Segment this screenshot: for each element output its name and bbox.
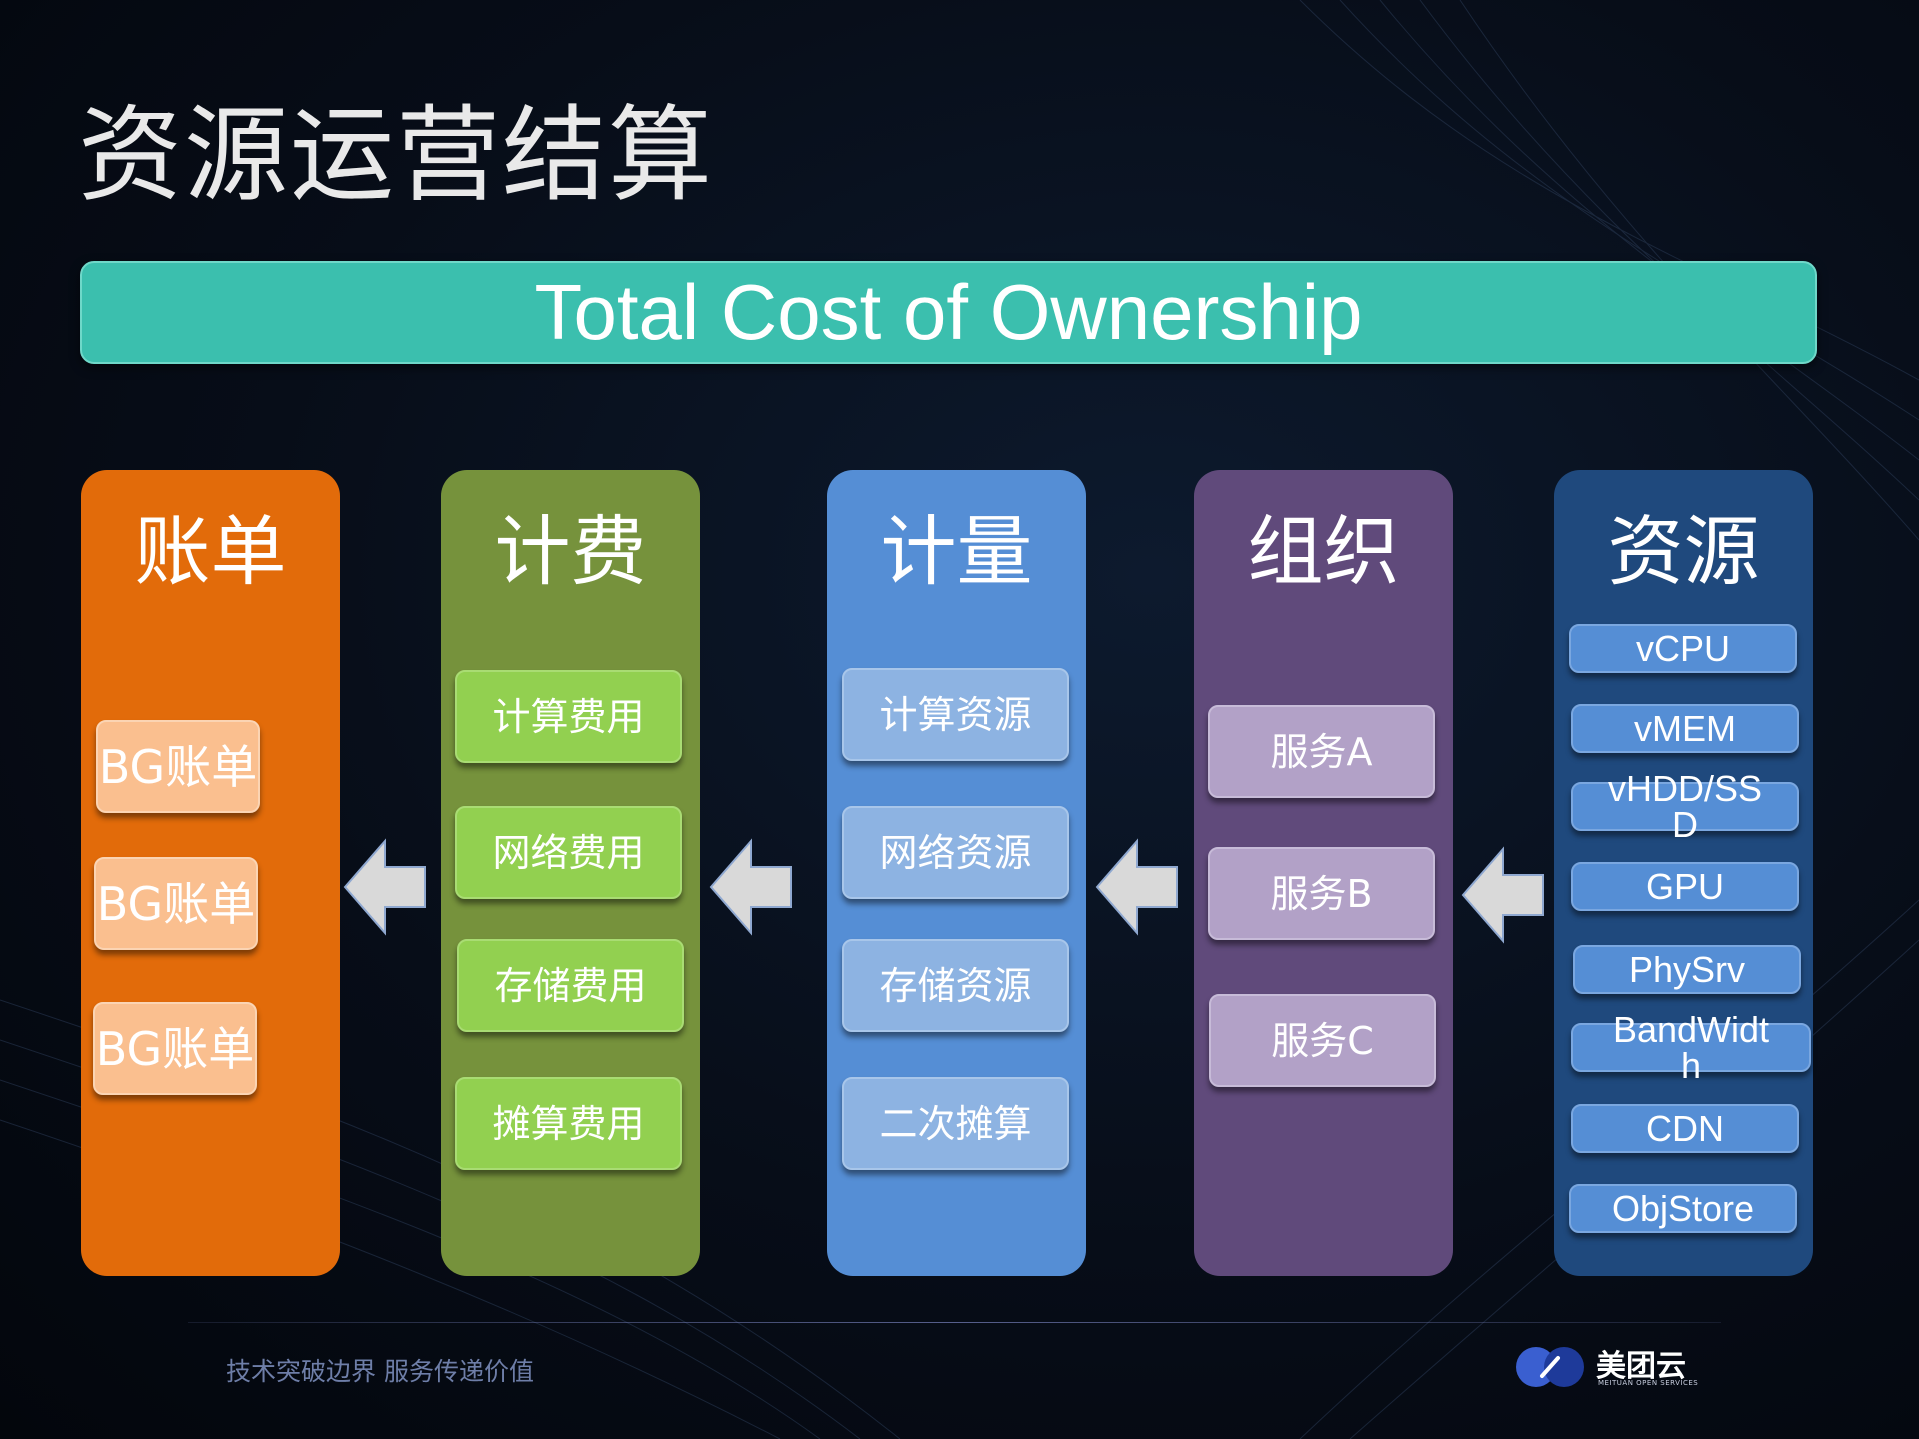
resource-item: ObjStore (1569, 1184, 1797, 1233)
bill-item: BG账单 (93, 1002, 257, 1095)
resource-column-title: 资源 (1607, 507, 1760, 596)
meter-column: 计量 计算资源 网络资源 存储资源 二次摊算 (827, 470, 1086, 1276)
meter-item: 存储资源 (842, 939, 1069, 1032)
left-arrow-icon (1095, 838, 1178, 936)
footer-slogan: 技术突破边界 服务传递价值 (226, 1357, 534, 1386)
resource-item: GPU (1571, 862, 1799, 911)
slide-title: 资源运营结算 (78, 94, 715, 216)
bill-column-title: 账单 (134, 507, 287, 596)
meter-item: 网络资源 (842, 806, 1069, 899)
resource-item: BandWidt h (1571, 1011, 1811, 1083)
left-arrow-icon (1461, 846, 1544, 944)
fee-item: 计算费用 (455, 670, 682, 763)
meituan-cloud-logo-icon (1516, 1347, 1584, 1387)
resource-column: 资源 vCPU vMEM vHDD/SS D GPU PhySrv BandWi… (1554, 470, 1813, 1276)
bill-column: 账单 BG账单 BG账单 BG账单 (81, 470, 340, 1276)
logo-subtext: MEITUAN OPEN SERVICES (1598, 1379, 1699, 1387)
left-arrow-icon (343, 838, 426, 936)
meter-item: 二次摊算 (842, 1077, 1069, 1170)
org-column: 组织 服务A 服务B 服务C (1194, 470, 1453, 1276)
tco-banner: Total Cost of Ownership (80, 261, 1817, 364)
logo-text: 美团云 (1596, 1349, 1686, 1384)
bill-item: BG账单 (94, 857, 258, 950)
org-item: 服务B (1208, 847, 1435, 940)
resource-item: vCPU (1569, 624, 1797, 673)
fee-column: 计费 计算费用 网络费用 存储费用 摊算费用 (441, 470, 700, 1276)
fee-column-title: 计费 (494, 507, 647, 596)
left-arrow-icon (709, 838, 792, 936)
resource-item: CDN (1571, 1104, 1799, 1153)
resource-item: PhySrv (1573, 945, 1801, 994)
org-column-title: 组织 (1247, 507, 1400, 596)
org-item: 服务C (1209, 994, 1436, 1087)
resource-item: vHDD/SS D (1571, 770, 1799, 842)
meter-column-title: 计量 (880, 507, 1033, 596)
resource-item: vMEM (1571, 704, 1799, 753)
fee-item: 摊算费用 (455, 1077, 682, 1170)
fee-item: 网络费用 (455, 806, 682, 899)
meter-item: 计算资源 (842, 668, 1069, 761)
fee-item: 存储费用 (457, 939, 684, 1032)
footer-divider (188, 1322, 1721, 1323)
bill-item: BG账单 (96, 720, 260, 813)
org-item: 服务A (1208, 705, 1435, 798)
